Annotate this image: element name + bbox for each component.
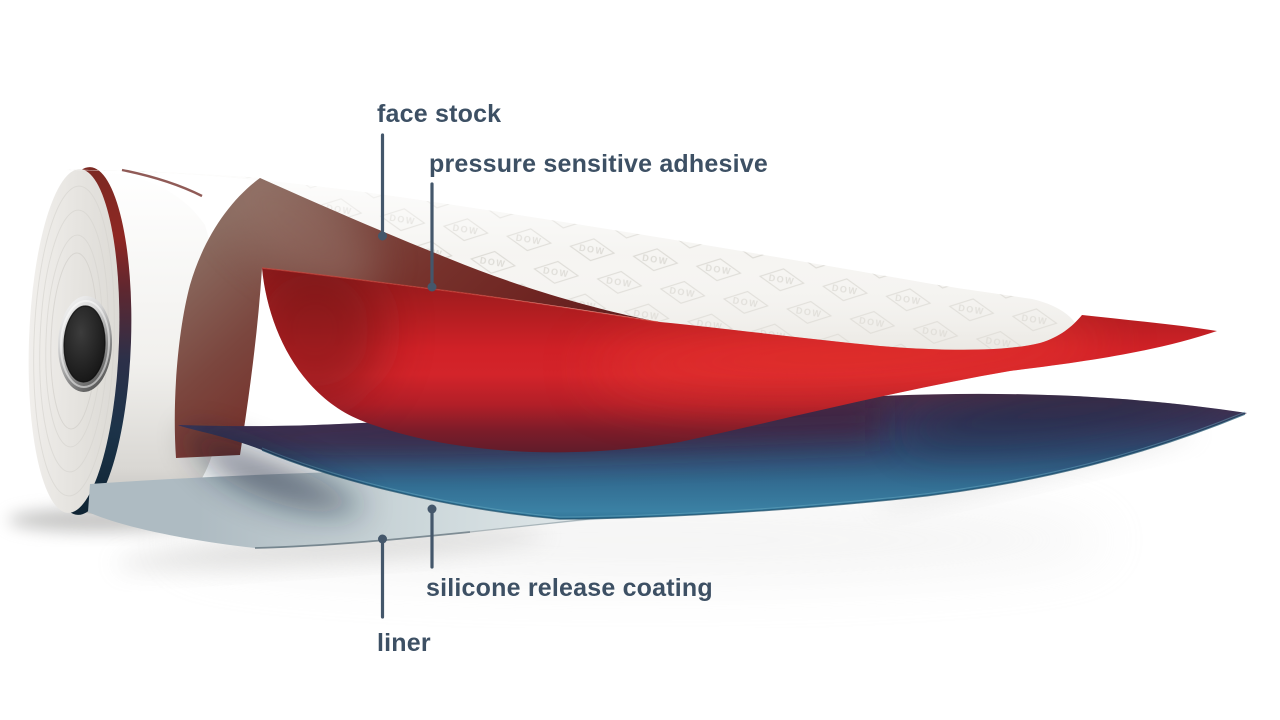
leader-lines <box>378 133 437 619</box>
pressure-sensitive-adhesive-label: pressure sensitive adhesive <box>429 150 768 178</box>
roll-core-ring-highlight <box>59 300 111 388</box>
layer-converge-shadow <box>185 430 368 513</box>
roll-core-hole <box>63 306 106 382</box>
face-stock-label: face stock <box>377 100 502 128</box>
face-stock-sheet <box>62 168 1082 352</box>
silicone-release-coating-label: silicone release coating <box>426 574 713 602</box>
leader-dot-face-stock <box>378 231 387 241</box>
silicone-bottom-edge <box>261 413 1246 520</box>
leader-dot-silicone <box>427 504 437 514</box>
face-stock-shading <box>62 169 1082 352</box>
face-stock-underside <box>174 178 660 458</box>
leader-dot-adhesive <box>427 282 437 292</box>
roll-core-hole-rim <box>63 305 106 383</box>
liner-front-edge <box>254 531 471 549</box>
liner-label: liner <box>377 629 431 657</box>
roll-top-red-edge <box>121 168 203 198</box>
leader-dot-liner <box>378 534 387 544</box>
